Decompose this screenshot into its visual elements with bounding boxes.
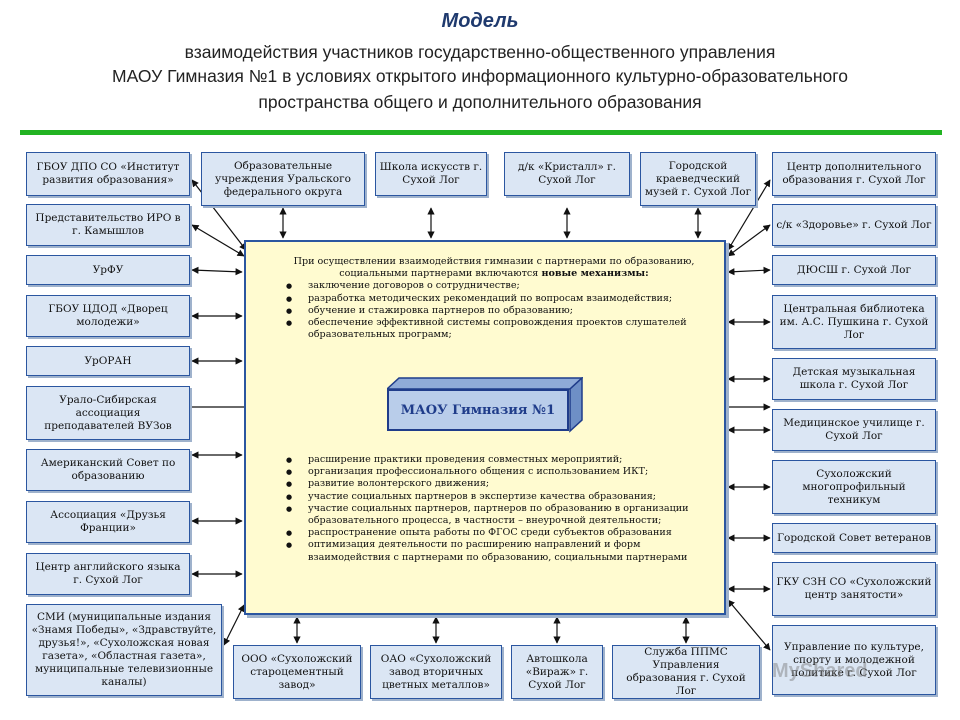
diagram-title: Модель: [441, 10, 519, 32]
partner-box-friends-france: Ассоциация «Друзья Франции»: [26, 501, 190, 543]
partner-box-culture-dept: Управление по культуре, спорту и молодеж…: [772, 625, 936, 695]
divider-line: [20, 130, 942, 135]
mechanism-item: участие социальных партнеров, партнеров …: [284, 503, 704, 527]
mechanism-item: заключение договоров о сотрудничестве;: [284, 280, 704, 292]
partner-box-dop-center: Центр дополнительного образования г. Сух…: [772, 152, 936, 196]
partner-box-technikum: Сухоложский многопрофильный техникум: [772, 460, 936, 514]
partner-box-iro-kamyshlov: Представительство ИРО в г. Камышлов: [26, 204, 190, 246]
partner-box-music-school: Детская музыкальная школа г. Сухой Лог: [772, 358, 936, 400]
mechanism-item: развитие волонтерского движения;: [284, 478, 704, 490]
connector-arrow: [191, 266, 243, 276]
partner-box-dyussh: ДЮСШ г. Сухой Лог: [772, 255, 936, 285]
mechanism-item: обеспечение эффективной системы сопровож…: [284, 317, 704, 341]
gymnasium-core-label: МАОУ Гимназия №1: [387, 389, 569, 431]
cube-3d-faces: [387, 377, 583, 433]
partner-box-employment: ГКУ СЗН СО «Сухоложский центр занятости»: [772, 562, 936, 616]
mechanisms-intro: При осуществлении взаимодействия гимнази…: [284, 256, 704, 280]
partner-box-english-center: Центр английского языка г. Сухой Лог: [26, 553, 190, 595]
mechanism-item: организация профессионального общения с …: [284, 466, 704, 478]
partner-box-urfu: УрФУ: [26, 255, 190, 285]
partner-box-kristall: д/к «Кристалл» г. Сухой Лог: [504, 152, 630, 196]
watermark-logo: MyShared: [772, 660, 868, 682]
subtitle-line-1: взаимодействия участников государственно…: [184, 42, 776, 62]
mechanisms-top-text: При осуществлении взаимодействия гимнази…: [284, 256, 704, 341]
mechanism-item: разработка методических рекомендаций по …: [284, 293, 704, 305]
partner-box-cement-plant: ООО «Сухоложский старо­цементный завод»: [233, 645, 361, 699]
partner-box-media: СМИ (муниципальные издания «Знамя Победы…: [26, 604, 222, 696]
mechanism-item: обучение и стажировка партнеров по образ…: [284, 305, 704, 317]
partner-box-uroran: УрОРАН: [26, 346, 190, 376]
mechanism-item: распространение опыта работы по ФГОС сре…: [284, 527, 704, 539]
connector-arrow: [727, 599, 771, 651]
mechanisms-intro-text: При осуществлении взаимодействия гимнази…: [293, 256, 695, 280]
partner-box-american-council: Американский Совет по образованию: [26, 449, 190, 491]
connector-arrow: [727, 224, 771, 257]
subtitle-line-3: пространства общего и дополнительного об…: [258, 92, 702, 112]
partner-box-iro: ГБОУ ДПО СО «Институт развития образован…: [26, 152, 190, 196]
partner-box-dvorets: ГБОУ ЦДОД «Дворец молодежи»: [26, 295, 190, 337]
connector-arrow: [223, 604, 245, 646]
partner-box-library: Центральная библиотека им. А.С. Пушкина …: [772, 295, 936, 349]
partner-box-ural-siberian: Урало-Сибирская ассоциация преподавателе…: [26, 386, 190, 440]
partner-box-metals-plant: ОАО «Сухоложский завод вторичных цветных…: [370, 645, 502, 699]
partner-box-medical-college: Медицинское училище г. Сухой Лог: [772, 409, 936, 451]
connector-arrow: [191, 224, 245, 257]
partner-box-ufo-schools: Образовательные учреждения Уральского фе…: [201, 152, 365, 206]
mechanism-item: расширение практики проведения совместны…: [284, 454, 704, 466]
partner-box-ppms: Служба ППМС Управления образования г. Су…: [612, 645, 760, 699]
subtitle-line-2: МАОУ Гимназия №1 в условиях открытого ин…: [112, 66, 848, 86]
partner-box-museum: Городской краеведческий музей г. Сухой Л…: [640, 152, 756, 206]
partner-box-art-school: Школа искусств г. Сухой Лог: [375, 152, 487, 196]
mechanism-item: участие социальных партнеров в экспертиз…: [284, 491, 704, 503]
connector-arrow: [727, 266, 771, 276]
mechanisms-intro-bold: новые механизмы:: [541, 268, 649, 280]
mechanism-item: оптимизация деятельности по расширению н…: [284, 539, 704, 563]
partner-box-veterans: Городской Совет ветеранов: [772, 523, 936, 553]
partner-box-zdorovye: с/к «Здоровье» г. Сухой Лог: [772, 204, 936, 246]
partner-box-driving-school: Автошкола «Вираж» г. Сухой Лог: [511, 645, 603, 699]
mechanisms-bottom-text: расширение практики проведения совместны…: [284, 454, 704, 564]
gymnasium-core-block: МАОУ Гимназия №1: [387, 377, 583, 433]
